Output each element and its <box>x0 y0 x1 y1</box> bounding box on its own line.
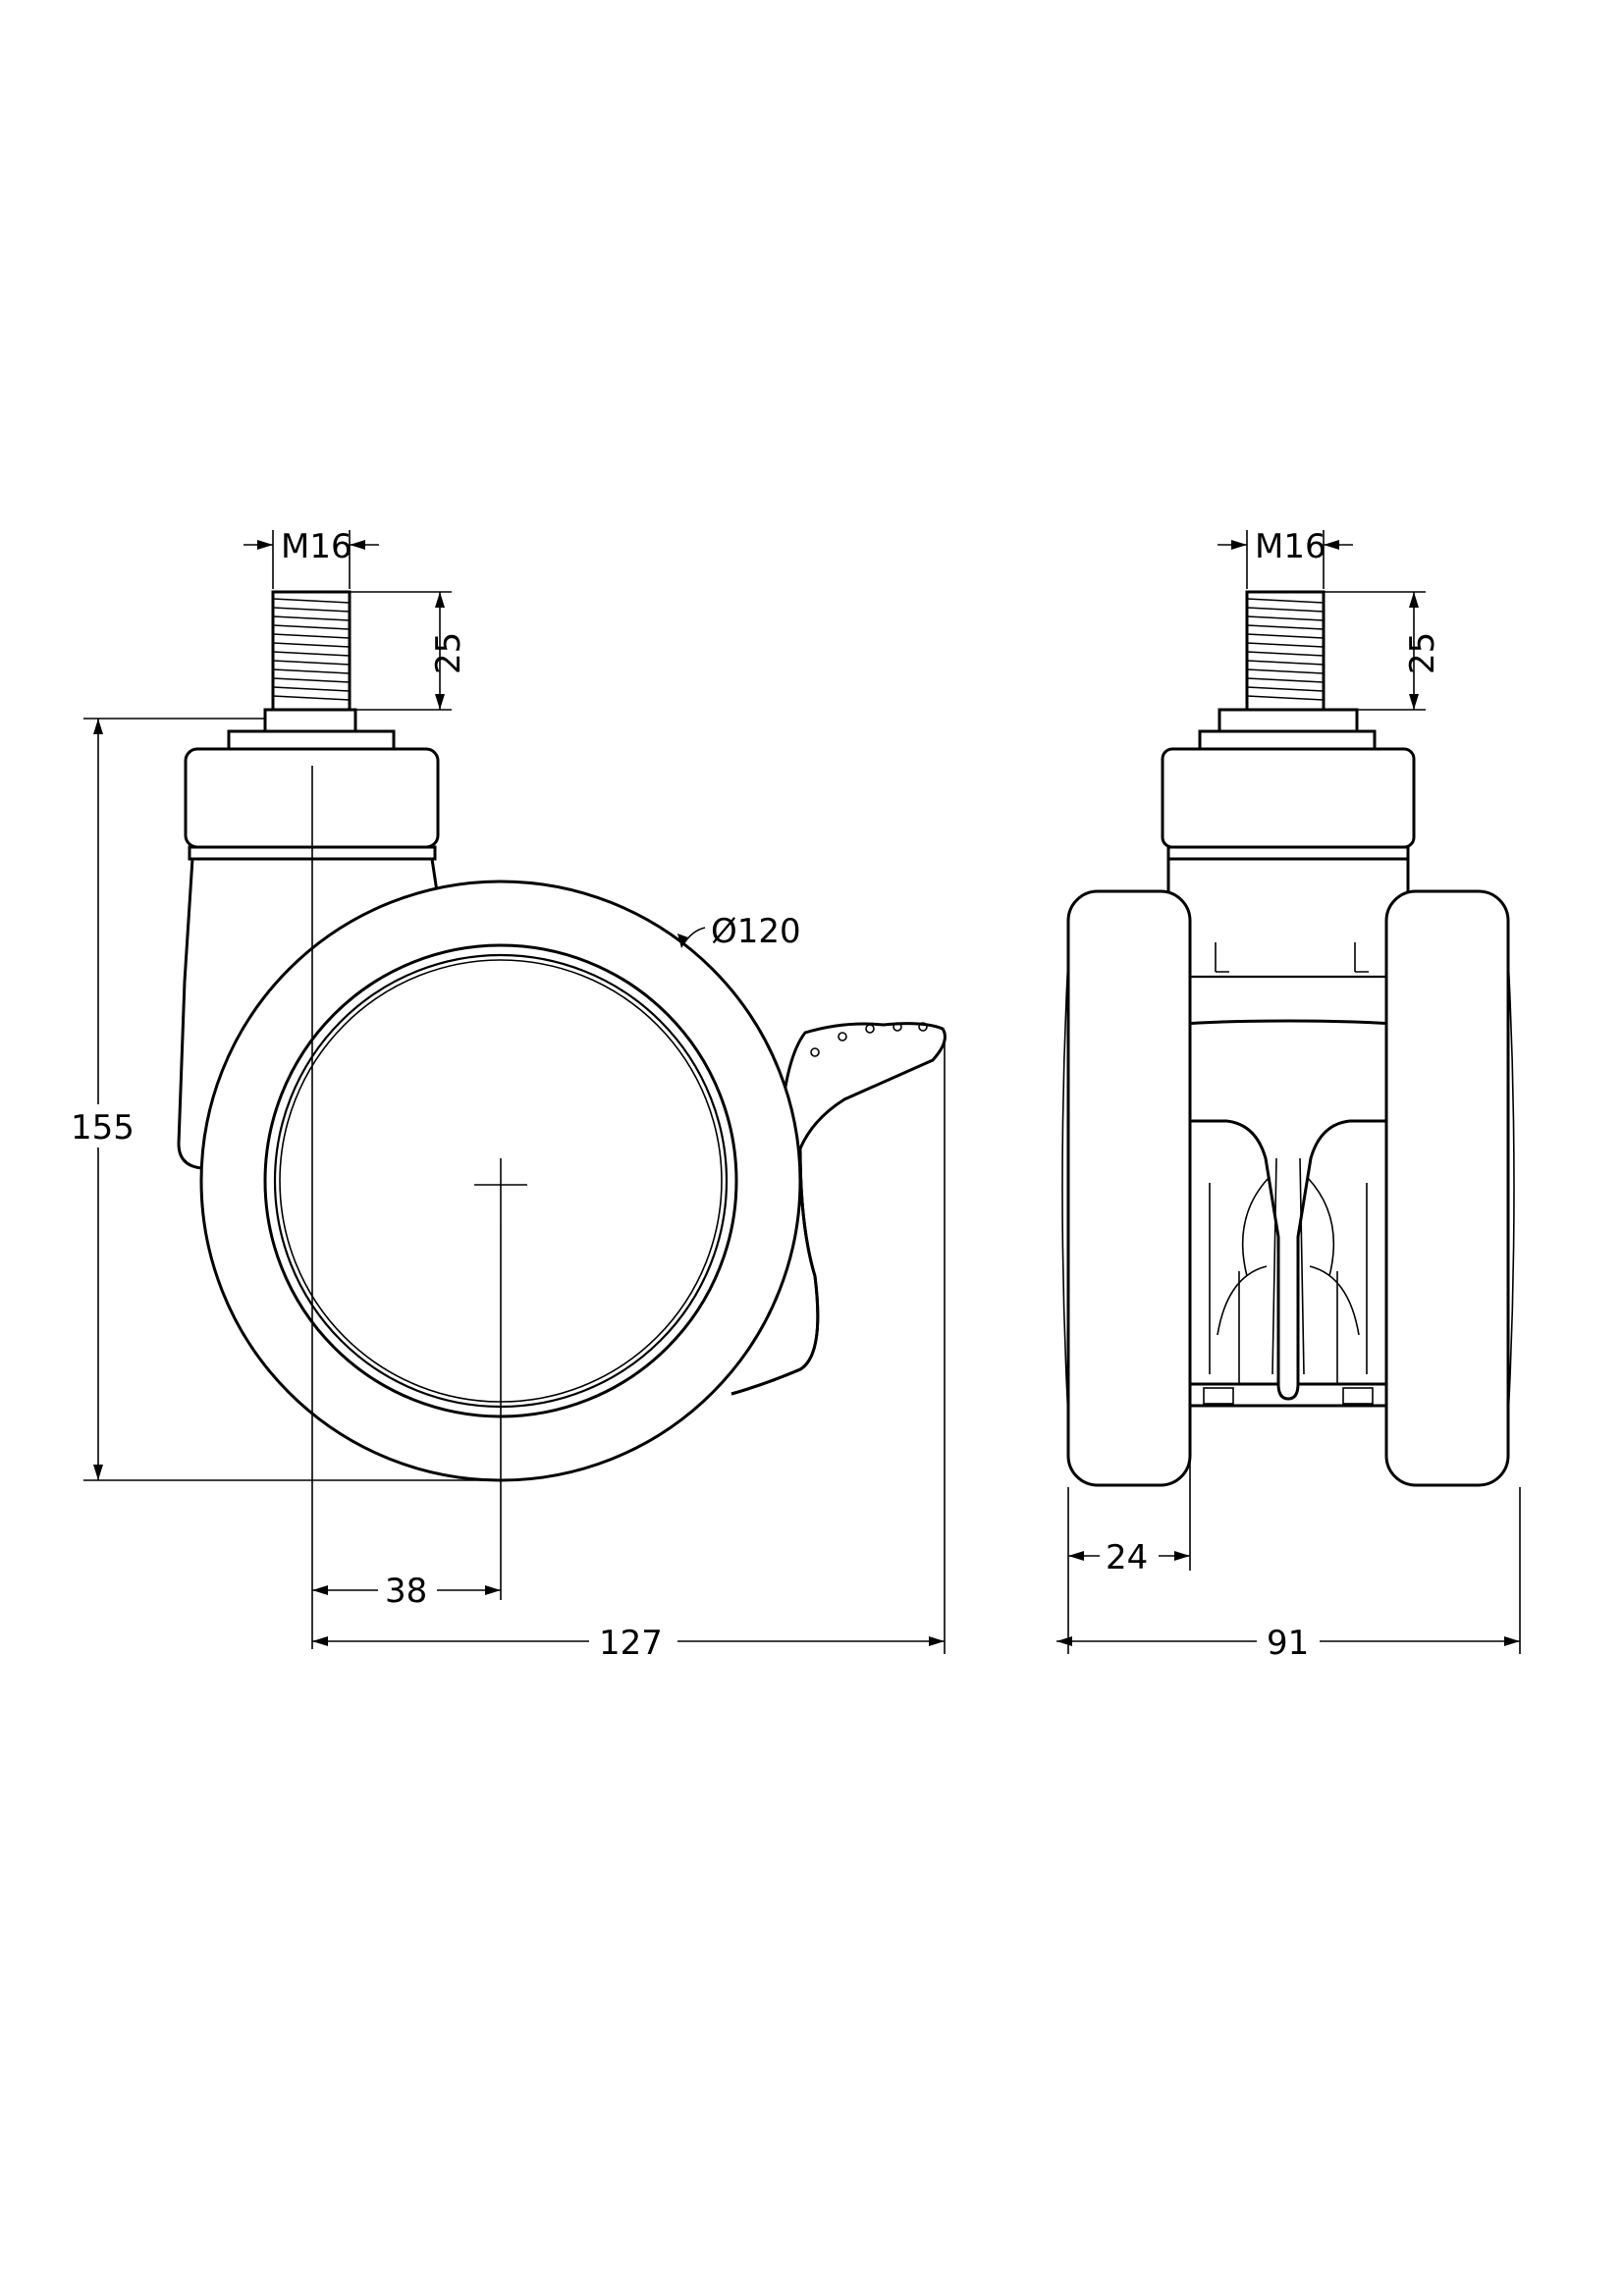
offset-dimension: 38 <box>311 766 502 1649</box>
thread-line <box>1246 642 1325 648</box>
wheel-width-dimension: 24 <box>1067 1409 1191 1654</box>
offset-label: 38 <box>385 1572 427 1611</box>
thread-line <box>272 677 351 683</box>
thread-line <box>272 668 351 674</box>
total-height-label: 155 <box>71 1108 135 1148</box>
overall-width-dimension: 91 <box>1056 1487 1521 1663</box>
thread-line <box>272 607 351 613</box>
front-wheel-right <box>1384 889 1515 1487</box>
side-thread-dimension: M16 <box>243 527 379 589</box>
thread-line <box>272 686 351 692</box>
thread-line <box>272 651 351 657</box>
thread-line <box>1246 660 1325 666</box>
wheel-diameter-callout: Ø120 <box>677 912 801 951</box>
thread-line <box>1246 695 1325 701</box>
overall-length-label: 127 <box>599 1624 663 1663</box>
wheel-diameter-label: Ø120 <box>711 912 801 951</box>
thread-line <box>1246 668 1325 674</box>
front-swivel-housing <box>1161 747 1416 898</box>
thread-line <box>1246 677 1325 683</box>
front-stem-length-label: 25 <box>1403 632 1442 674</box>
front-thread-label: M16 <box>1255 527 1326 566</box>
thread-line <box>272 615 351 621</box>
thread-line <box>1246 598 1325 604</box>
thread-line <box>1246 607 1325 613</box>
thread-line <box>272 660 351 666</box>
wheel-width-label: 24 <box>1106 1538 1148 1577</box>
side-stem-length-label: 25 <box>429 632 468 674</box>
overall-length-dimension: 127 <box>312 1041 946 1663</box>
thread-line <box>1246 651 1325 657</box>
thread-line <box>272 633 351 639</box>
thread-line <box>1246 624 1325 630</box>
side-thread-label: M16 <box>281 527 352 566</box>
brake-lever-grip-dots <box>810 1022 928 1057</box>
thread-line <box>272 624 351 630</box>
front-thread-dimension: M16 <box>1217 527 1353 589</box>
front-threaded-stem <box>1198 590 1377 751</box>
side-view: M16 25 155 Ø120 <box>69 527 947 1663</box>
thread-line <box>272 598 351 604</box>
total-height-dimension: 155 <box>69 718 496 1481</box>
thread-line <box>1246 615 1325 621</box>
front-stem-length-dimension: 25 <box>1324 591 1442 711</box>
thread-line <box>272 642 351 648</box>
side-stem-length-dimension: 25 <box>350 591 468 711</box>
threaded-stem <box>263 590 357 733</box>
front-view: M16 25 24 91 <box>1056 527 1521 1663</box>
overall-width-label: 91 <box>1267 1624 1309 1663</box>
thread-line <box>1246 686 1325 692</box>
thread-line <box>1246 633 1325 639</box>
thread-line <box>272 695 351 701</box>
front-wheel-left <box>1061 889 1192 1487</box>
